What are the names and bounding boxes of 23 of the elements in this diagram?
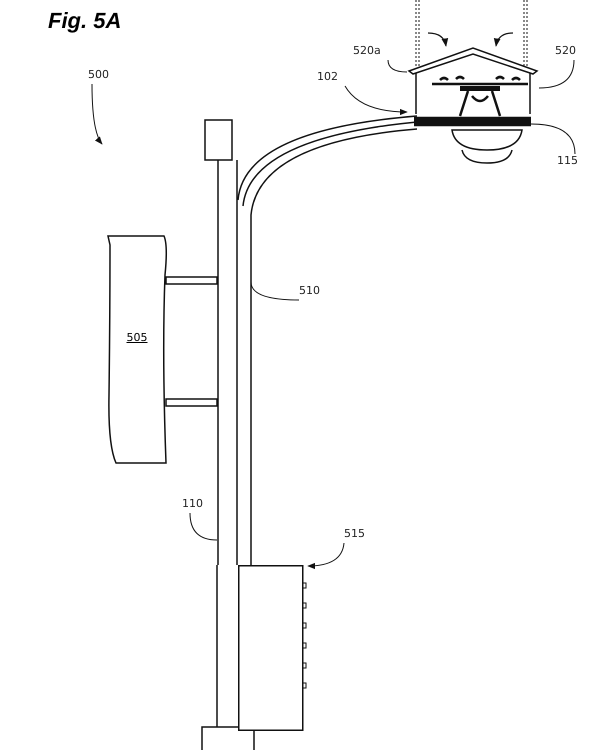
reference-numeral: 115 [557,154,585,170]
leader-line [250,282,300,300]
housing-base [414,114,531,129]
arrow [307,542,344,569]
reference-numeral: 510 [299,284,327,300]
leader-line [538,60,574,88]
leader-line [530,124,576,154]
reference-numeral: 500 [88,68,118,84]
leader-line [388,60,408,72]
leader-line [190,512,218,540]
reference-numeral: 505 [126,331,148,344]
figure-title: Fig. 5A [48,8,122,34]
arrow [344,86,408,116]
equipment-box [238,565,308,731]
banner-sign [104,235,170,467]
reference-numeral: 515 [344,527,372,543]
reference-numeral: 520a [353,44,389,60]
light-pole [217,160,253,565]
reference-numeral: 520 [555,44,583,60]
arrow [92,84,102,145]
reference-numeral: 102 [317,70,345,86]
reference-numeral: 110 [182,497,210,513]
drone-housing [407,45,539,115]
